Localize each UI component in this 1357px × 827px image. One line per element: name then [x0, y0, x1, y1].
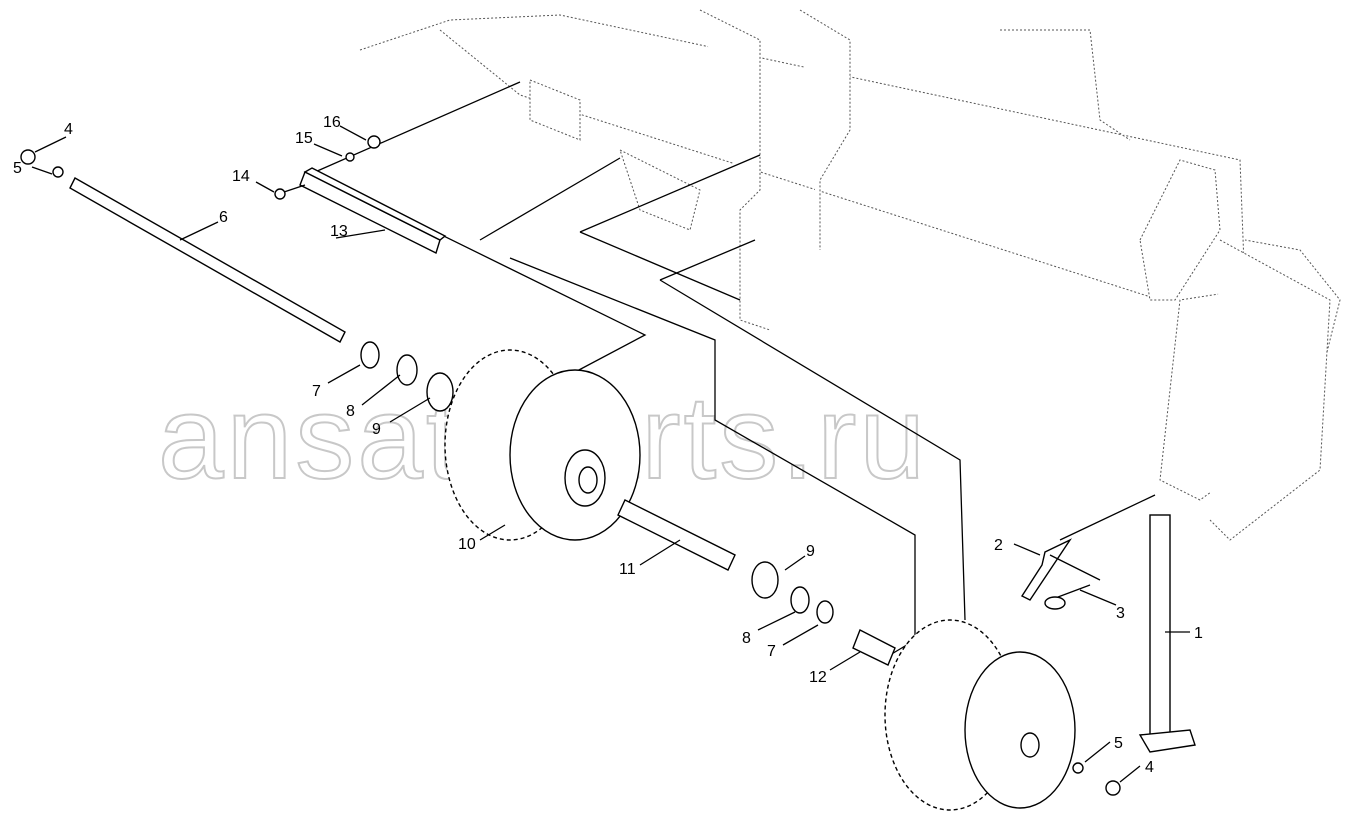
part-ring-3 — [1044, 596, 1066, 610]
callout-2: 2 — [994, 537, 1003, 554]
callout-13: 13 — [330, 223, 348, 240]
part-ring-7b — [816, 600, 834, 624]
callout-1: 1 — [1194, 625, 1203, 642]
part-ring-7 — [360, 341, 380, 369]
callout-16: 16 — [323, 114, 341, 131]
part-bearing-9 — [426, 372, 454, 412]
part-bracket-13 — [299, 167, 447, 254]
part-nut-16 — [367, 135, 381, 149]
callout-3: 3 — [1116, 605, 1125, 622]
callout-5: 5 — [13, 160, 22, 177]
callout-7b: 7 — [767, 643, 776, 660]
callout-15: 15 — [295, 130, 313, 147]
callout-9: 9 — [372, 421, 381, 438]
part-spacer-12 — [852, 629, 896, 666]
callout-5b: 5 — [1114, 735, 1123, 752]
part-nut-4b — [1105, 780, 1121, 796]
callout-12: 12 — [809, 669, 827, 686]
leader-lines — [31, 125, 1190, 783]
callout-labels: 4 5 6 14 15 16 13 7 8 9 10 11 9 8 7 12 2… — [13, 114, 1203, 776]
part-axle-6 — [69, 177, 346, 343]
callout-8: 8 — [346, 403, 355, 420]
callout-9b: 9 — [806, 543, 815, 560]
callout-8b: 8 — [742, 630, 751, 647]
callout-14: 14 — [232, 168, 250, 185]
callout-7: 7 — [312, 383, 321, 400]
callout-4b: 4 — [1145, 759, 1154, 776]
callout-6: 6 — [219, 209, 228, 226]
part-nut-4 — [20, 149, 36, 165]
callout-4: 4 — [64, 121, 73, 138]
part-washer-5b — [1072, 762, 1084, 774]
part-washer-5 — [52, 166, 64, 178]
part-bolt-head-14 — [274, 188, 286, 200]
callout-11: 11 — [619, 561, 636, 578]
part-jack-stand-1 — [1138, 514, 1196, 753]
part-hub-tube-11 — [617, 499, 736, 571]
part-washer-8b — [790, 586, 810, 614]
callout-10: 10 — [458, 536, 476, 553]
part-wheel-small — [884, 619, 1076, 811]
part-bearing-9b — [751, 561, 779, 599]
part-wheel-10 — [444, 349, 641, 541]
part-chain-3 — [1049, 554, 1101, 601]
part-pin-2 — [1020, 538, 1072, 601]
machine-frame — [359, 9, 1341, 541]
part-washer-8 — [396, 354, 418, 386]
part-washer-15 — [345, 152, 355, 162]
